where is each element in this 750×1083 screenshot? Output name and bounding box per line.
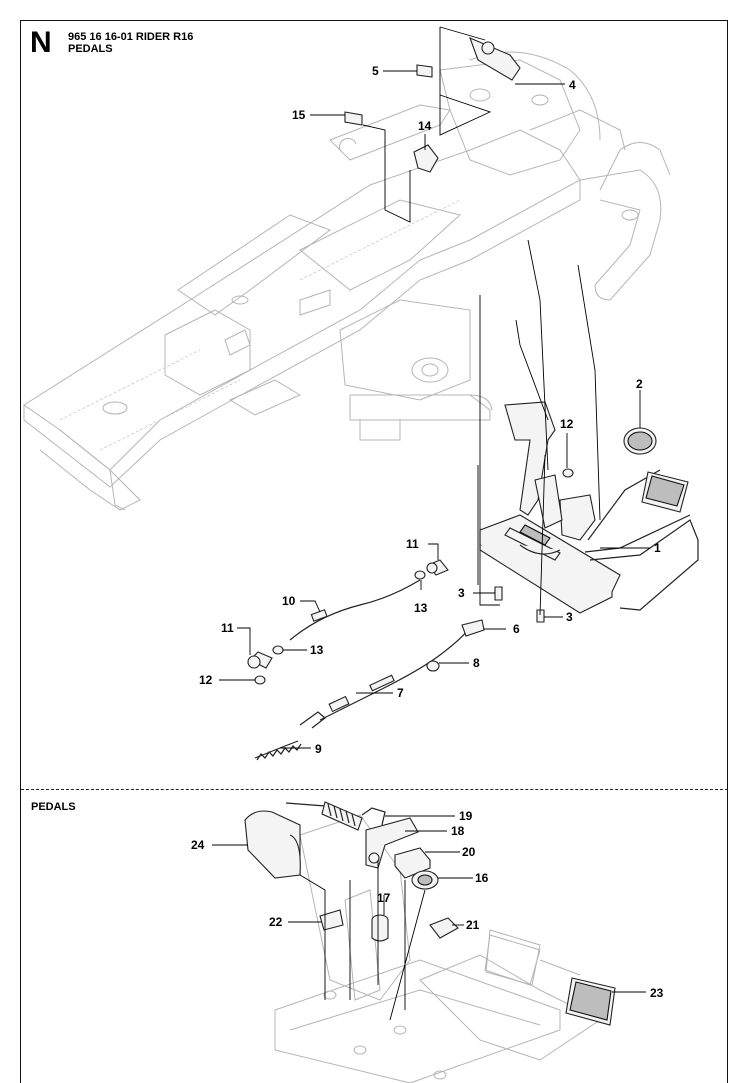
- model-title: 965 16 16-01 RIDER R16: [68, 31, 194, 43]
- callout-4: 4: [569, 78, 576, 92]
- callout-14: 14: [418, 119, 432, 133]
- diagram-frame: [20, 20, 728, 1083]
- callout-18: 18: [451, 824, 465, 838]
- assembly-reference-lines: [362, 26, 601, 616]
- callout-13-lower: 13: [310, 643, 324, 657]
- callout-10: 10: [282, 594, 296, 608]
- subsection-title: PEDALS: [31, 801, 76, 813]
- chassis-frame-ghost: [23, 51, 671, 511]
- callout-6: 6: [513, 622, 520, 636]
- lower-frame-ghost: [274, 814, 601, 1083]
- linkage-parts: [247, 36, 574, 761]
- section-divider: [21, 789, 728, 790]
- callout-5: 5: [372, 64, 379, 78]
- callout-1: 1: [654, 541, 661, 555]
- callout-19: 19: [459, 809, 473, 823]
- callout-9: 9: [315, 742, 322, 756]
- callout-12-upper: 12: [560, 417, 574, 431]
- callout-labels: 5 4 15 14 2 12 1 11 3 3 13 10 6 11 13 8 …: [191, 64, 664, 1000]
- callout-23: 23: [650, 986, 664, 1000]
- section-letter: N: [30, 26, 52, 59]
- callout-11-upper: 11: [406, 537, 419, 551]
- callout-8: 8: [473, 656, 480, 670]
- callout-7: 7: [397, 686, 404, 700]
- callout-2: 2: [636, 377, 643, 391]
- callout-11-lower: 11: [221, 621, 234, 635]
- callout-15: 15: [292, 108, 306, 122]
- callout-13-upper: 13: [414, 601, 428, 615]
- callout-leaders: [212, 70, 650, 993]
- pedal-assembly: [479, 401, 699, 614]
- callout-12-lower: 12: [199, 673, 213, 687]
- callout-21: 21: [466, 918, 480, 932]
- callout-20: 20: [462, 845, 476, 859]
- callout-24: 24: [191, 838, 205, 852]
- callout-3-right: 3: [566, 610, 573, 624]
- callout-16: 16: [475, 871, 489, 885]
- callout-22: 22: [269, 915, 283, 929]
- callout-17: 17: [377, 891, 391, 905]
- callout-3-left: 3: [458, 586, 465, 600]
- pedal-detail-parts: [244, 801, 616, 1026]
- section-title: PEDALS: [68, 43, 113, 55]
